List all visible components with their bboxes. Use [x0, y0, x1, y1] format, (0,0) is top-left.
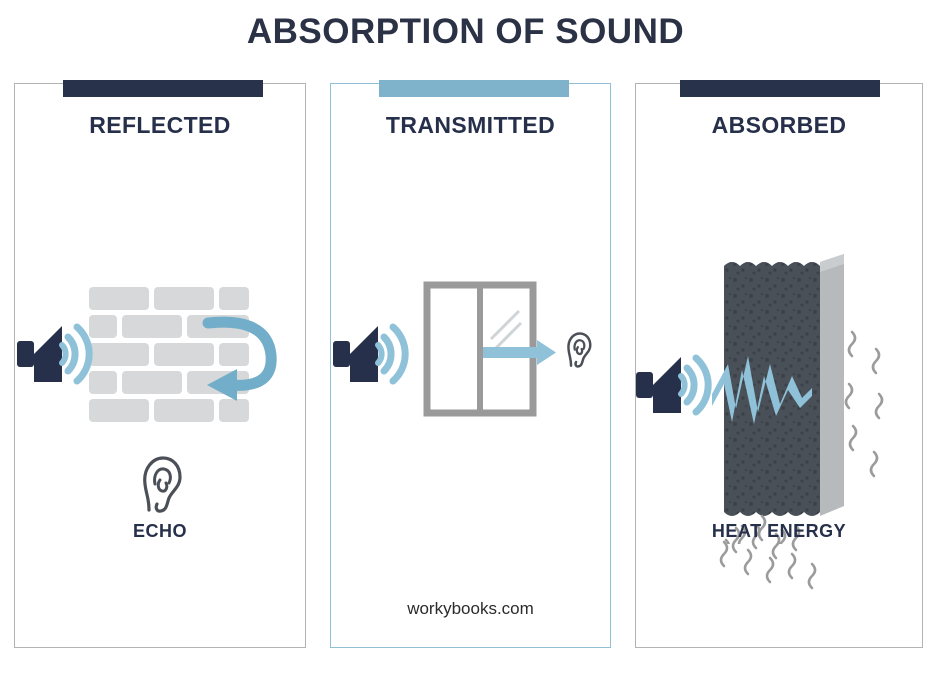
sub-label-heat-energy: HEAT ENERGY — [711, 521, 847, 541]
card-accent-bar-absorbed — [680, 80, 880, 97]
heat-squiggle-group-lower — [636, 522, 922, 594]
speaker-icon — [636, 354, 712, 416]
zigzag-wave-icon — [712, 356, 812, 424]
brick-wall-icon — [89, 287, 249, 422]
speaker-icon — [17, 323, 93, 385]
sub-label-echo: ECHO — [132, 521, 187, 541]
reflect-arrow-icon — [202, 316, 277, 401]
acoustic-foam-icon — [724, 254, 844, 516]
illustration-transmitted — [331, 279, 610, 439]
illustration-reflected — [15, 279, 305, 439]
watermark-text: workybooks.com — [407, 599, 534, 618]
page-title: ABSORPTION OF SOUND — [246, 12, 685, 51]
speaker-icon — [333, 323, 409, 385]
ear-icon — [143, 456, 182, 513]
ear-icon — [567, 332, 592, 368]
heat-squiggle-icon — [719, 522, 817, 590]
heat-squiggle-icon — [844, 330, 884, 478]
reflected-scene-svg — [17, 287, 277, 422]
absorbed-scene-svg — [636, 254, 884, 566]
echo-ear-wrap — [15, 454, 305, 518]
transmitted-scene-svg — [333, 281, 592, 417]
card-title-absorbed: ABSORBED — [711, 112, 847, 138]
card-accent-bar-transmitted — [379, 80, 569, 97]
card-accent-bar-reflected — [63, 80, 263, 97]
illustration-absorbed — [636, 244, 922, 566]
card-absorbed: ABSORBED — [635, 80, 923, 648]
card-title-reflected: REFLECTED — [89, 112, 231, 138]
card-title-transmitted: TRANSMITTED — [385, 112, 556, 138]
transmit-arrow-icon — [483, 340, 556, 365]
card-transmitted: TRANSMITTED — [330, 80, 611, 648]
card-reflected: REFLECTED — [14, 80, 306, 648]
